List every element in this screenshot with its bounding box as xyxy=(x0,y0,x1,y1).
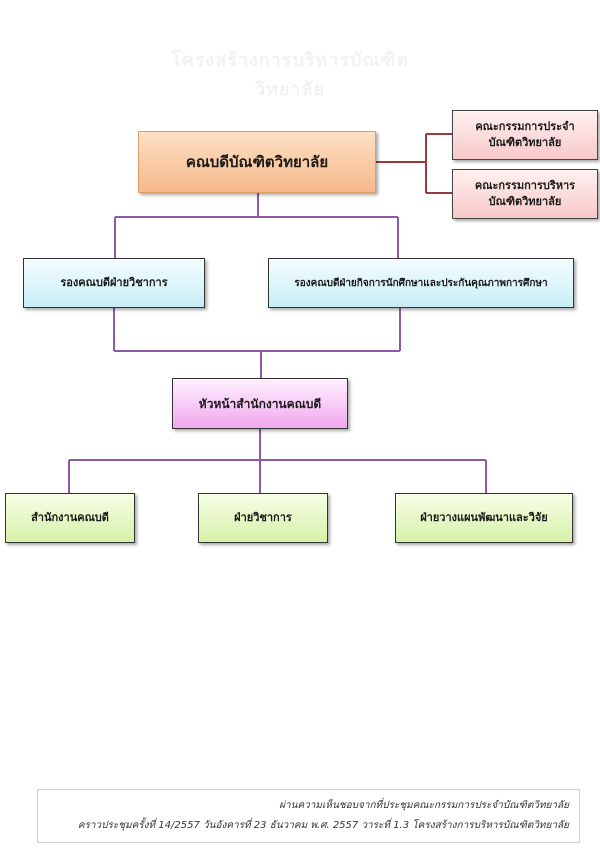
academic-unit-box: ฝ่ายวิชาการ xyxy=(198,493,328,543)
standing-committee-label: คณะกรรมการประจำ บัณฑิตวิทยาลัย xyxy=(475,119,574,152)
vice-dean-academic-box: รองคณบดีฝ่ายวิชาการ xyxy=(23,258,205,308)
standing-committee-box: คณะกรรมการประจำ บัณฑิตวิทยาลัย xyxy=(452,110,598,160)
executive-committee-line2: บัณฑิตวิทยาลัย xyxy=(488,195,562,208)
dean-office-unit-box: สำนักงานคณบดี xyxy=(5,493,135,543)
planning-research-unit-label: ฝ่ายวางแผนพัฒนาและวิจัย xyxy=(420,510,548,524)
dean-box: คณบดีบัณฑิตวิทยาลัย xyxy=(138,131,376,193)
faded-title: โครงสร้างการบริหารบัณฑิตวิทยาลัย xyxy=(171,50,409,100)
executive-committee-box: คณะกรรมการบริหาร บัณฑิตวิทยาลัย xyxy=(452,169,598,219)
dean-office-unit-label: สำนักงานคณบดี xyxy=(31,510,109,524)
academic-unit-label: ฝ่ายวิชาการ xyxy=(234,510,292,524)
standing-committee-line2: บัณฑิตวิทยาลัย xyxy=(488,136,562,149)
approval-note-line2: คราวประชุมครั้งที่ 14/2557 วันอังคารที่ … xyxy=(77,820,569,831)
executive-committee-label: คณะกรรมการบริหาร บัณฑิตวิทยาลัย xyxy=(475,178,575,211)
vice-dean-academic-label: รองคณบดีฝ่ายวิชาการ xyxy=(60,275,168,289)
committee-connectors xyxy=(376,133,452,194)
dean-label: คณบดีบัณฑิตวิทยาลัย xyxy=(185,152,329,171)
executive-committee-line1: คณะกรรมการบริหาร xyxy=(474,178,576,192)
vice-dean-student-affairs-label: รองคณบดีฝ่ายกิจการนักศึกษาและประกันคุณภา… xyxy=(294,277,548,289)
standing-committee-line1: คณะกรรมการประจำ xyxy=(475,119,575,133)
approval-note: ผ่านความเห็นชอบจากที่ประชุมคณะกรรมการประ… xyxy=(37,789,580,843)
office-head-label: หัวหน้าสำนักงานคณบดี xyxy=(198,396,322,411)
approval-note-line1: ผ่านความเห็นชอบจากที่ประชุมคณะกรรมการประ… xyxy=(279,800,569,811)
hierarchy-connectors xyxy=(68,193,487,494)
office-head-box: หัวหน้าสำนักงานคณบดี xyxy=(172,378,348,429)
vice-dean-student-affairs-box: รองคณบดีฝ่ายกิจการนักศึกษาและประกันคุณภา… xyxy=(268,258,574,308)
planning-research-unit-box: ฝ่ายวางแผนพัฒนาและวิจัย xyxy=(395,493,573,543)
